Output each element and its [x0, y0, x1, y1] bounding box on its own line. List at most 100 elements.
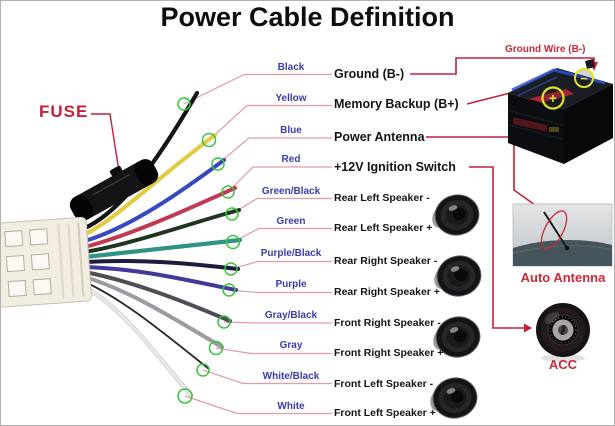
leader-line: [231, 197, 332, 215]
terminal-ring: [222, 283, 236, 297]
page-title: Power Cable Definition: [160, 2, 455, 32]
battery-plus-ring: [541, 86, 565, 110]
function-label-ignition-switch: +12V Ignition Switch: [334, 160, 456, 174]
function-label-rear-left-neg: Rear Left Speaker -: [334, 192, 430, 204]
leader-line: [230, 260, 332, 270]
battery-blue-stripe: [511, 68, 606, 92]
fuse-body: [70, 160, 158, 220]
fuse-end-cap: [134, 159, 159, 186]
connector-slot: [7, 279, 27, 298]
function-label-rear-right-pos: Rear Right Speaker +: [334, 286, 440, 298]
connector-slot: [32, 278, 52, 296]
routing-lines: [410, 57, 595, 329]
speaker-highlight: [449, 327, 459, 333]
function-label-memory-backup: Memory Backup (B+): [334, 97, 459, 111]
connector-slot: [4, 230, 24, 248]
speaker-highlight: [446, 388, 456, 394]
wire-white-black: [84, 281, 210, 370]
fuse-pointer-line: [91, 113, 121, 179]
terminal-ring: [225, 207, 239, 221]
function-label-rear-left-pos: Rear Left Speaker +: [334, 222, 433, 234]
auto-antenna-photo-icon: [512, 203, 613, 267]
function-label-front-left-pos: Front Left Speaker +: [334, 407, 436, 419]
terminal-ring: [177, 97, 191, 111]
connector-rib: [77, 222, 85, 297]
leader-line: [217, 137, 332, 165]
wire-green: [82, 237, 243, 260]
battery-seam: [509, 110, 563, 126]
wire-color-label-purple: Purple: [275, 279, 307, 290]
fuse-highlight: [92, 174, 130, 196]
leader-line: [208, 104, 332, 141]
wire-gray-black: [83, 270, 232, 323]
leader-line: [223, 321, 332, 324]
connector-slot: [5, 254, 26, 273]
wire-gray: [83, 275, 224, 349]
terminal-ring: [211, 157, 225, 171]
leader-line: [202, 369, 332, 385]
wire-terminal-rings: [177, 97, 241, 404]
terminal-ring: [225, 234, 241, 250]
leader-line: [215, 347, 332, 355]
speaker-icon: [433, 316, 481, 358]
acc-shadow: [541, 354, 585, 362]
terminal-ring: [177, 388, 193, 404]
fuse-end-cap: [69, 194, 94, 221]
connector-rib: [67, 223, 75, 298]
terminal-ring: [201, 132, 217, 148]
terminal-ring: [221, 185, 235, 199]
connector-rib: [57, 223, 65, 298]
routing-line-memory: [466, 91, 515, 105]
battery-plus-symbol: +: [549, 90, 557, 106]
auto-antenna-caption: Auto Antenna: [520, 270, 606, 285]
speaker-dustcap: [454, 269, 468, 281]
car-battery-icon: + −: [508, 59, 613, 164]
battery-seam: [509, 124, 563, 140]
wire-color-label-red: Red: [281, 154, 301, 165]
terminal-ring: [217, 315, 231, 329]
speaker-dustcap: [450, 391, 464, 403]
wire-color-label-white-black: White/Black: [262, 371, 320, 382]
speaker-highlight: [450, 266, 460, 272]
wire-white: [83, 285, 193, 397]
wire-red: [83, 186, 237, 249]
wire-color-label-green: Green: [276, 216, 306, 227]
wire-color-label-green-black: Green/Black: [261, 186, 321, 197]
leader-line: [228, 289, 332, 294]
wire-purple: [83, 265, 238, 292]
routing-line-ground: [410, 57, 595, 75]
wire-color-label-yellow: Yellow: [275, 93, 307, 104]
function-label-front-right-neg: Front Right Speaker -: [334, 317, 441, 329]
function-label-front-left-neg: Front Left Speaker -: [334, 378, 434, 390]
battery-terminal-post: [585, 59, 595, 69]
speaker-icon: [430, 377, 478, 419]
acc-highlight: [544, 312, 560, 324]
speakers: [430, 194, 482, 419]
function-label-front-right-pos: Front Right Speaker +: [334, 347, 444, 359]
battery-minus-symbol: −: [580, 71, 588, 86]
routing-line-antenna: [426, 136, 543, 211]
wire-color-label-white: White: [277, 401, 305, 412]
wire-green-black: [83, 208, 241, 254]
fuse-label: FUSE: [39, 102, 89, 121]
acc-caption: ACC: [548, 357, 578, 372]
wire-harness: [82, 90, 243, 398]
antenna-highlight-oval: [540, 210, 568, 250]
speaker-dustcap: [453, 330, 467, 342]
speaker-icon: [432, 194, 480, 236]
speaker-highlight: [448, 205, 458, 211]
function-label-ground: Ground (B-): [334, 67, 405, 81]
wire-purple-black: [83, 258, 240, 271]
leader-line: [232, 227, 332, 243]
harness-connector-icon: [1, 216, 92, 308]
ground-wire-caption: Ground Wire (B-): [505, 44, 586, 55]
wire-color-label-blue: Blue: [280, 125, 302, 136]
connector-slot: [30, 253, 50, 271]
fuse-clip: [109, 165, 123, 177]
acc-text-ring: [549, 316, 577, 344]
battery-minus-ring: [574, 68, 594, 88]
terminal-ring: [196, 363, 210, 377]
speaker-icon: [434, 255, 482, 297]
